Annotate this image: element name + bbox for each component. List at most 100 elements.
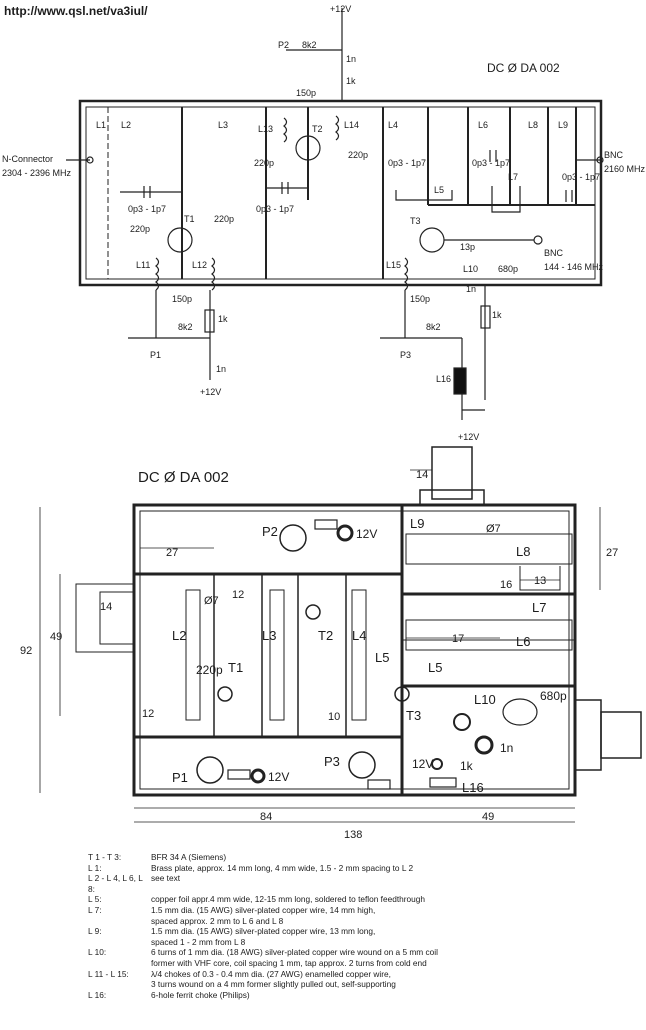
sch-L3: L3 (218, 120, 228, 130)
sch-L4: L4 (388, 120, 398, 130)
sch-c220p-b: 220p (214, 214, 234, 224)
legend-key: T 1 - T 3: (88, 852, 122, 862)
connector-out2-name: BNC (544, 248, 564, 258)
dim-14-left: 14 (100, 601, 112, 613)
mechanical-drawing: DC Ø DA 002 14 27 27 92 49 14 12 12 10 1… (20, 446, 642, 841)
dim-138: 138 (344, 829, 362, 841)
sch-c150p-top: 150p (296, 88, 316, 98)
sch-T3: T3 (410, 216, 421, 226)
sch-c150p-right: 150p (410, 294, 430, 304)
legend-text: Brass plate, approx. 14 mm long, 4 mm wi… (151, 862, 414, 873)
mech-12v-top: 12V (356, 527, 377, 541)
mech-L7: L7 (532, 600, 546, 615)
dim-12-top: 12 (232, 589, 244, 601)
mech-T1: T1 (228, 660, 243, 675)
sch-P2: P2 (278, 40, 289, 50)
legend-row: L 16: 6-hole ferrit choke (Philips) (88, 990, 638, 1001)
sch-c680p: 680p (498, 264, 518, 274)
sch-r8k2-top: 8k2 (302, 40, 317, 50)
mech-12v-left: 12V (268, 770, 289, 784)
legend-row: T 1 - T 3:BFR 34 A (Siemens) (88, 852, 638, 863)
sch-c1n-right: 1n (466, 284, 476, 294)
sch-L15: L15 (386, 260, 401, 270)
connector-out1-freq: 2160 MHz (604, 164, 646, 174)
legend-key: L 16: (88, 989, 107, 1000)
sch-r1k-left: 1k (218, 314, 228, 324)
sch-L11: L11 (136, 260, 150, 270)
mech-L2: L2 (172, 628, 186, 643)
mech-L9: L9 (410, 516, 424, 531)
legend-text: 1.5 mm dia. (15 AWG) silver-plated coppe… (151, 926, 376, 947)
dim-27-right: 27 (606, 547, 618, 559)
mech-P1: P1 (172, 770, 188, 785)
legend-key: L 1: (88, 862, 102, 873)
legend-text: λ/4 chokes of 0.3 - 0.4 mm dia. (27 AWG)… (151, 968, 396, 990)
legend-key: L 2 - L 4, L 6, L 8: (88, 873, 143, 894)
connector-out2-freq: 144 - 146 MHz (544, 262, 604, 272)
supply-top-label: +12V (330, 4, 351, 14)
legend-key: L 9: (88, 926, 102, 937)
supply-right-label: +12V (458, 432, 479, 442)
legend-key: L 5: (88, 894, 102, 905)
legend-key: L 7: (88, 904, 102, 915)
sch-trim-3: 0p3 - 1p7 (388, 158, 426, 168)
mech-c220p: 220p (196, 663, 223, 677)
mech-L16: L16 (462, 780, 484, 795)
legend-row: L 7: 1.5 mm dia. (15 AWG) silver-plated c… (88, 905, 638, 926)
sch-L9: L9 (558, 120, 568, 130)
legend-key: L 10: (88, 947, 107, 958)
sch-c1n-left: 1n (216, 364, 226, 374)
mech-L3: L3 (262, 628, 276, 643)
dim-49-bottom: 49 (482, 811, 494, 823)
mech-P3: P3 (324, 754, 340, 769)
sch-L7: L7 (508, 172, 518, 182)
sch-trim-1: 0p3 - 1p7 (128, 204, 166, 214)
source-url: http://www.qsl.net/va3iul/ (4, 4, 148, 18)
sch-L6: L6 (478, 120, 488, 130)
mech-L10: L10 (474, 692, 496, 707)
sch-L2: L2 (121, 120, 131, 130)
sch-T2: T2 (312, 124, 323, 134)
dim-10: 10 (328, 711, 340, 723)
dim-14-top: 14 (416, 469, 428, 481)
sch-P3: P3 (400, 350, 411, 360)
sch-r8k2-left: 8k2 (178, 322, 193, 332)
dim-27-left: 27 (166, 547, 178, 559)
sch-r8k2-right: 8k2 (426, 322, 441, 332)
legend-text: 6-hole ferrit choke (Philips) (151, 989, 250, 1000)
mech-r1k: 1k (460, 759, 474, 773)
sch-c220p-d: 220p (348, 150, 368, 160)
legend-text: 1.5 mm dia. (15 AWG) silver-plated coppe… (151, 904, 376, 926)
sch-L10: L10 (463, 264, 478, 274)
sch-L14: L14 (344, 120, 359, 130)
dim-phi7-left: Ø7 (204, 595, 219, 607)
dim-13: 13 (534, 575, 546, 587)
sch-trim-2: 0p3 - 1p7 (256, 204, 294, 214)
sch-L12: L12 (192, 260, 207, 270)
mech-12v-right: 12V (412, 757, 433, 771)
dim-84: 84 (260, 811, 272, 823)
connector-in-freq: 2304 - 2396 MHz (2, 168, 72, 178)
mech-L5a: L5 (375, 650, 389, 665)
dim-16: 16 (500, 579, 512, 591)
mech-L6: L6 (516, 634, 530, 649)
sch-L16: L16 (436, 374, 451, 384)
legend-row: L 11 - L 15: λ/4 chokes of 0.3 - 0.4 mm d… (88, 969, 638, 990)
mech-title: DC Ø DA 002 (138, 469, 229, 486)
dim-12-bottom: 12 (142, 708, 154, 720)
schematic-diagram: +12V DC Ø DA 002 N-Connector 2304 - 2396… (2, 4, 646, 442)
legend-text: copper foil appr.4 mm wide, 12-15 mm lon… (151, 894, 425, 905)
legend-text: see text (151, 873, 181, 884)
dim-49-left: 49 (50, 631, 62, 643)
legend-key: L 11 - L 15: (88, 968, 129, 979)
sch-trim-4: 0p3 - 1p7 (472, 158, 510, 168)
sch-r1k-right: 1k (492, 310, 502, 320)
sch-L8: L8 (528, 120, 538, 130)
sch-L5: L5 (434, 185, 444, 195)
sch-P1: P1 (150, 350, 161, 360)
mech-L4: L4 (352, 628, 366, 643)
mech-L5b: L5 (428, 660, 442, 675)
legend-row: L 10:6 turns of 1 mm dia. (18 AWG) silve… (88, 947, 638, 968)
connector-out1-name: BNC (604, 150, 624, 160)
mech-c680p: 680p (540, 689, 567, 703)
